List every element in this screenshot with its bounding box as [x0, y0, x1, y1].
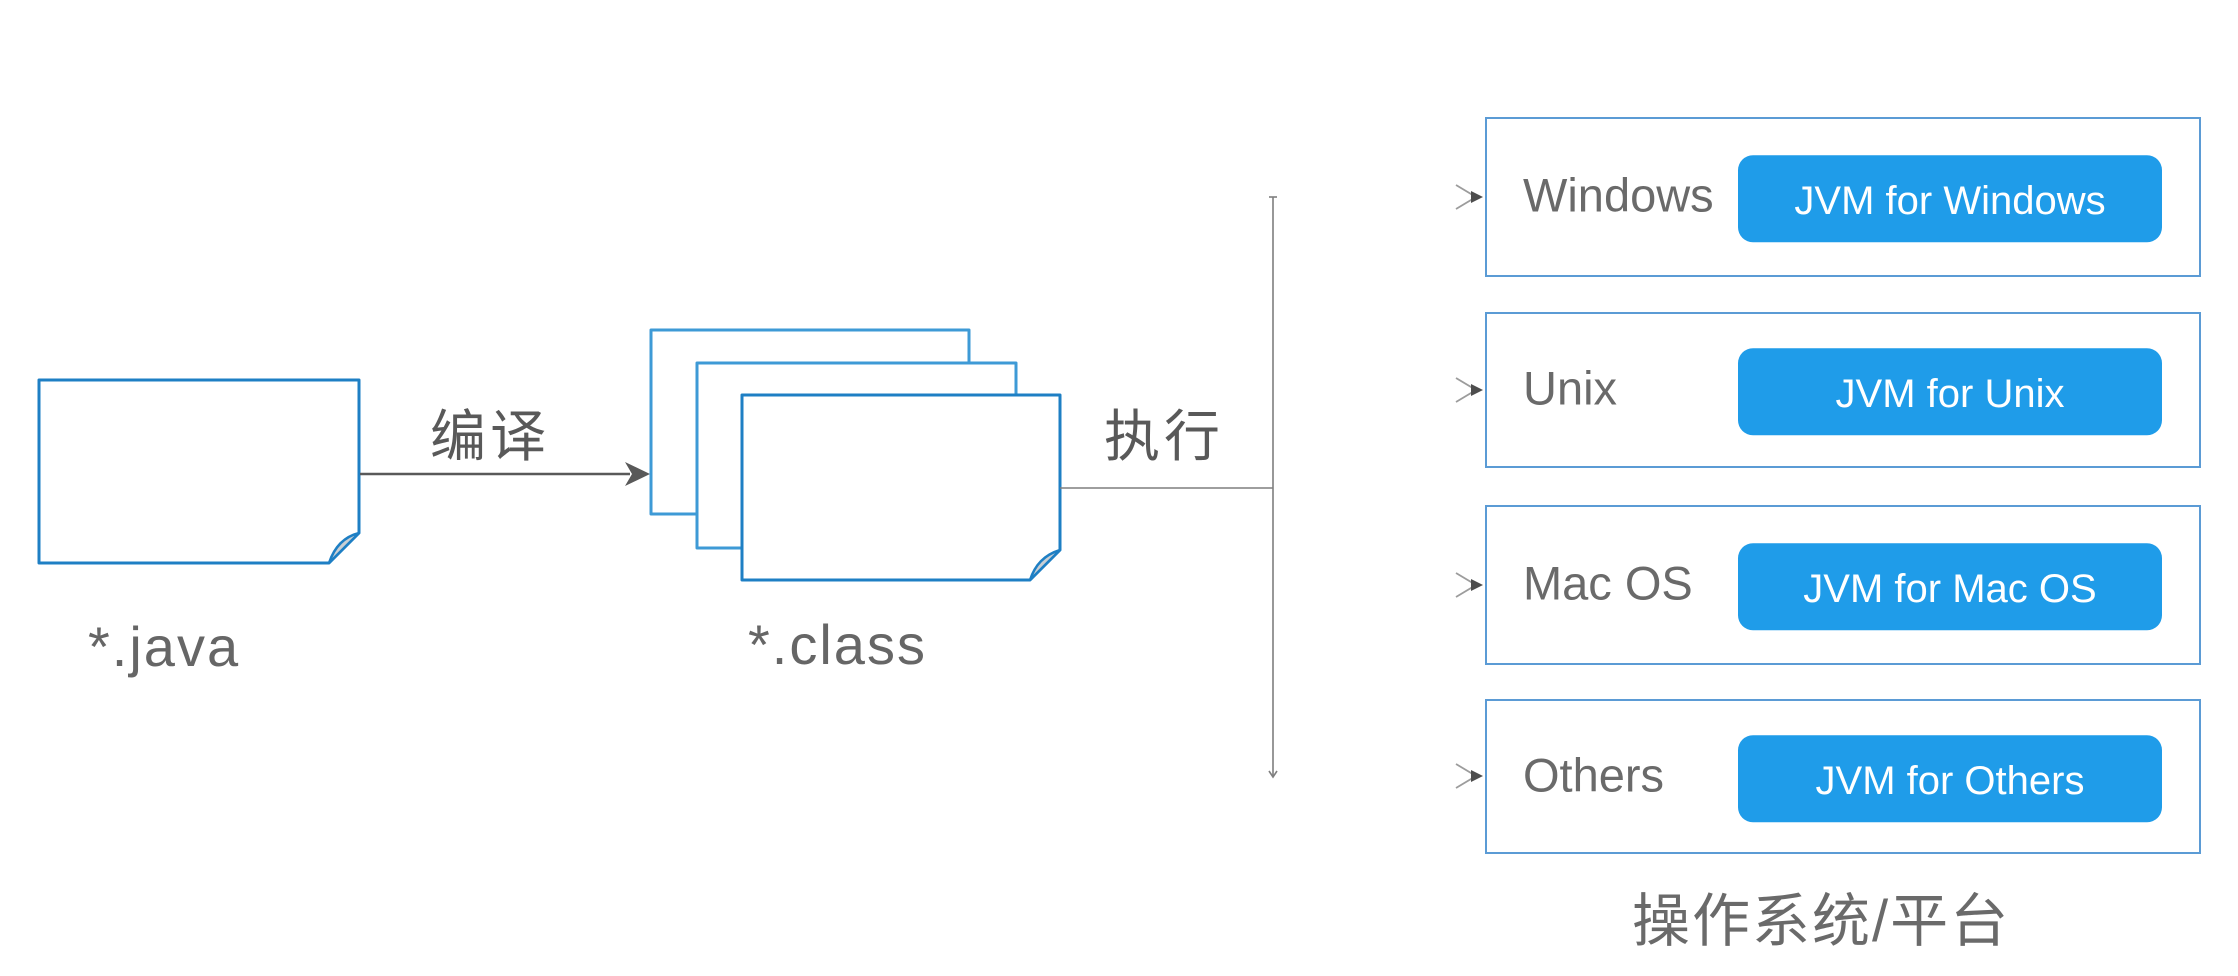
- os-box-others: Others JVM for Others: [1485, 699, 2201, 854]
- compile-arrow-head-icon: [625, 462, 650, 486]
- os-box-unix: Unix JVM for Unix: [1485, 312, 2201, 468]
- java-source-doc-shape: [37, 378, 361, 565]
- jvm-button-unix: JVM for Unix: [1738, 348, 2162, 436]
- jvm-button-macos: JVM for Mac OS: [1738, 543, 2162, 631]
- class-file-doc-fold-icon: [1028, 548, 1062, 582]
- branch-bottom-tick: [1268, 770, 1278, 779]
- os-box-windows: Windows JVM for Windows: [1485, 117, 2201, 277]
- branch-arrow-others-icon: [1455, 763, 1483, 789]
- java-file-label: *.java: [88, 615, 241, 678]
- os-label-unix: Unix: [1523, 361, 1618, 415]
- os-label-windows: Windows: [1523, 168, 1714, 222]
- class-file-doc-front: [740, 393, 1062, 582]
- branch-arrow-macos-icon: [1455, 572, 1483, 598]
- compile-label: 编译: [430, 405, 550, 468]
- os-label-macos: Mac OS: [1523, 556, 1693, 610]
- platforms-caption: 操作系统/平台: [1632, 889, 2011, 954]
- jvm-button-windows: JVM for Windows: [1738, 155, 2162, 243]
- os-label-others: Others: [1523, 747, 1665, 801]
- java-source-doc-fold-icon: [327, 531, 361, 565]
- os-box-macos: Mac OS JVM for Mac OS: [1485, 505, 2201, 665]
- branch-arrow-unix-icon: [1455, 377, 1483, 403]
- jvm-button-others: JVM for Others: [1738, 734, 2162, 822]
- branch-arrow-windows-icon: [1455, 184, 1483, 210]
- execute-label: 执行: [1104, 405, 1224, 468]
- class-file-label: *.class: [748, 613, 927, 676]
